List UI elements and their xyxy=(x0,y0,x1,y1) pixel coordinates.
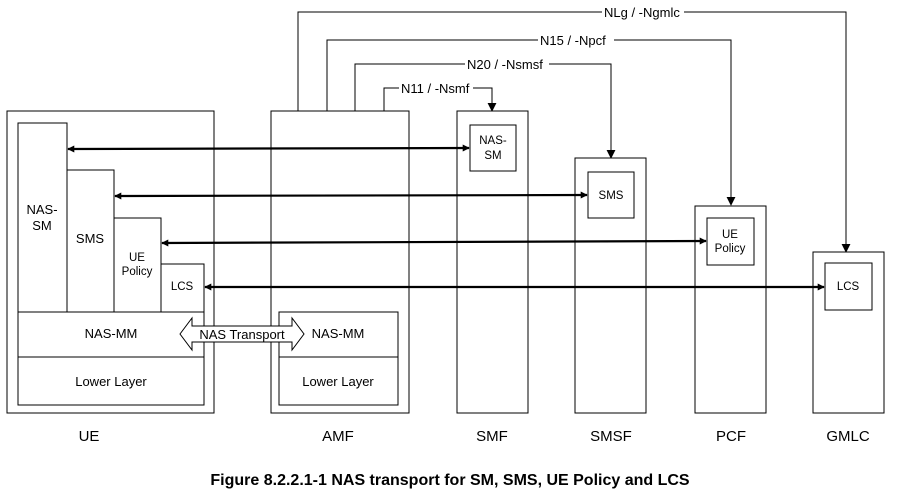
peer-arrows xyxy=(67,144,825,291)
gmlc-label: GMLC xyxy=(826,428,870,445)
n15-line xyxy=(326,39,736,206)
n20-label: N20 / -Nsmsf xyxy=(467,57,543,72)
ue-label: UE xyxy=(79,428,100,445)
amf-nas-mm-layer xyxy=(278,311,399,358)
node-labels: UE AMF SMF SMSF PCF GMLC xyxy=(79,428,870,445)
pcf-ue-policy-label-2: Policy xyxy=(715,243,746,255)
ue-lower-layer-label: Lower Layer xyxy=(75,374,147,389)
ue-nas-sm-label-2: SM xyxy=(32,218,52,233)
sms-peer-arrow xyxy=(114,191,588,200)
smf-nas-sm-label-1: NAS- xyxy=(479,135,507,147)
n15-label: N15 / -Npcf xyxy=(540,33,606,48)
smf-node: NAS- SM xyxy=(456,110,529,414)
ue-nas-sm-label-1: NAS- xyxy=(26,202,57,217)
pcf-label: PCF xyxy=(716,428,746,445)
ue-policy-label-2: Policy xyxy=(122,266,153,278)
amf-node: NAS-MM Lower Layer xyxy=(270,110,410,414)
nas-transport-arrow: NAS Transport xyxy=(179,316,305,352)
ue-lcs-layer xyxy=(160,263,205,313)
figure-caption: Figure 8.2.2.1-1 NAS transport for SM, S… xyxy=(210,472,690,489)
smsf-node: SMS xyxy=(574,157,647,414)
n11-label: N11 / -Nsmf xyxy=(401,81,470,96)
pcf-ue-policy-label-1: UE xyxy=(722,229,738,241)
ue-policy-layer xyxy=(113,217,162,313)
smsf-sms-label: SMS xyxy=(599,190,624,202)
ue-node: NAS- SM SMS UE Policy LCS NAS-MM Lower L… xyxy=(6,110,215,414)
smsf-label: SMSF xyxy=(590,428,632,445)
ue-lower-layer xyxy=(17,356,205,406)
gmlc-lcs-label: LCS xyxy=(837,281,860,293)
smsf-sms-box xyxy=(587,171,635,219)
smf-nas-sm-box xyxy=(469,124,517,172)
smf-label: SMF xyxy=(476,428,508,445)
nas-sm-peer-arrow xyxy=(67,144,470,153)
pcf-ue-policy-box xyxy=(706,217,755,266)
nlg-label: NLg / -Ngmlc xyxy=(604,5,680,20)
amf-lower-layer-label: Lower Layer xyxy=(302,374,374,389)
ue-policy-label-1: UE xyxy=(129,252,145,264)
ue-lcs-label: LCS xyxy=(171,281,194,293)
nlg-line xyxy=(297,11,851,253)
ue-sms-label: SMS xyxy=(76,231,105,246)
gmlc-node: LCS xyxy=(812,251,885,414)
pcf-node: UE Policy xyxy=(694,205,767,414)
amf-lower-layer xyxy=(278,356,399,406)
amf-label: AMF xyxy=(322,428,354,445)
interface-labels: NLg / -Ngmlc N15 / -Npcf N20 / -Nsmsf N1… xyxy=(399,5,684,96)
amf-nas-mm-label: NAS-MM xyxy=(312,326,365,341)
ue-nas-mm-label: NAS-MM xyxy=(85,326,138,341)
ue-nas-sm-layer xyxy=(17,122,68,313)
nas-transport-label: NAS Transport xyxy=(199,327,285,342)
gmlc-lcs-box xyxy=(824,262,873,311)
ue-policy-peer-arrow xyxy=(161,237,707,247)
smf-nas-sm-label-2: SM xyxy=(484,150,501,162)
ue-nas-mm-layer xyxy=(17,311,205,358)
